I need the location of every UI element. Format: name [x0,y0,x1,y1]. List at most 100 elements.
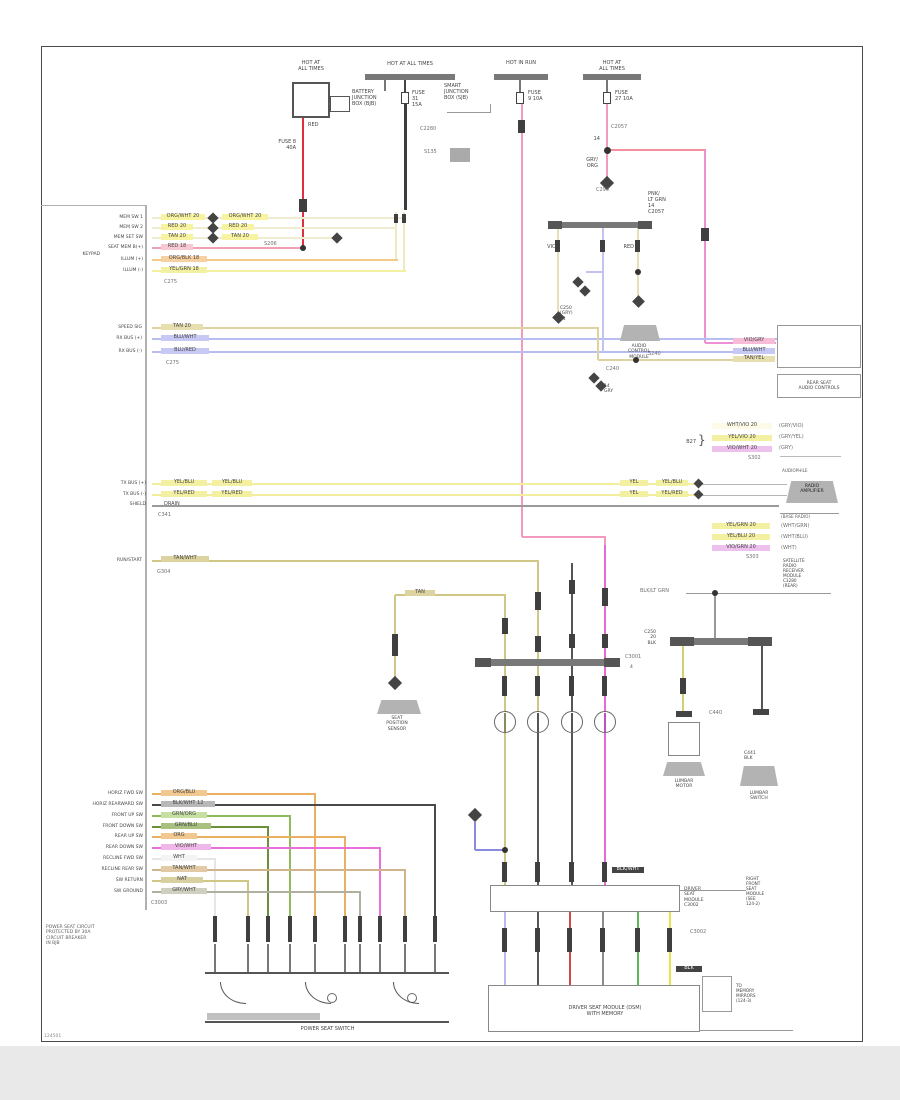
pin-m1 [502,928,507,952]
rowE4: GRN/BLU [161,822,211,829]
pnk-run-label: PNK/ LT GRN 14 C2057 [648,191,666,215]
wire-rm-drop-seg0 [714,593,716,640]
rL-row3: VIO/GRN 20 [712,544,770,551]
audio-module-label: AUDIO CONTROL MODULE [628,344,650,360]
seatE-10: SW GROUND [113,889,143,894]
bjb-label: BATTERY JUNCTION BOX (BJB) [352,89,377,107]
splice-dot-tan2 [633,357,639,363]
wire-left-module-top-seg0 [41,204,147,206]
pin-mag-1 [602,588,608,606]
bar2-conn: C3001 [625,654,642,660]
stub6-seg0 [344,944,346,973]
busD-1: RUN/START [116,558,142,563]
rm-conn-yellow [676,711,692,717]
memA-5: KEYPAD [82,252,100,257]
splice-s206: S206 [264,241,277,247]
wire-seat8-seg1 [403,870,407,916]
stub8-seg0 [379,944,381,973]
lumbar-motor-label: LUMBAR MOTOR [674,779,694,790]
rowB-end-tan: TAN/YEL [733,355,775,362]
wire-tan-sub2-seg0 [637,228,639,300]
bar1-drop1-color: VIO [547,244,556,250]
rowC2-c1: YEL/RED [161,490,207,497]
pin-bar2-c [569,676,574,696]
right-amp-trap [786,481,838,503]
rU-row3: VIO/WHT 20 [712,445,772,452]
splice-dot-tan1 [635,269,641,275]
pin-e9 [246,916,250,942]
splice-circle-1 [494,711,516,733]
conn-c275b: C275 [166,360,180,366]
r-base-note: (BASE RADIO) [781,514,810,519]
pin-m3 [567,928,572,952]
wire-seat3-seg0 [152,814,292,818]
rowA1-c2: ORG/WHT 20 [222,213,268,220]
wire-orange-row5-seg0 [152,258,399,262]
pin-bar2-d [602,676,607,696]
rowE10: GRY/WHT [161,887,207,894]
pin14-label: 14 [593,136,600,142]
wire-blue-elbow-seg0 [473,822,477,850]
pin-box1-a [502,862,507,882]
busC-2: TX BUS (-) [122,492,146,497]
rowB-end-pink: VIO/GRY [733,337,775,344]
rU-ref3: (GRY) [779,445,793,451]
rowD1: TAN/WHT [161,555,209,562]
wire-color-red: RED [308,122,319,128]
stub9-seg0 [404,944,406,973]
hot-label-3: HOT IN RUN [505,60,537,66]
bar3-cap-l [670,637,694,646]
pin-bar2-b [535,676,540,696]
wire-seat1-seg1 [313,794,317,916]
seatE-1: HORIZ FWD SW [107,791,143,796]
bus-bar-center [365,74,455,80]
seatE-5: REAR UP SW [114,834,143,839]
wire-magenta-low-seg0 [603,733,607,885]
pin-e3 [288,916,292,942]
pin-pink1 [518,120,525,133]
rowE9: NAT [161,876,203,883]
rm-conn-c441: C441 BLK [744,751,756,762]
wire-magenta-mid-seg0 [603,545,607,712]
wire-tan-sensor-h-seg0 [395,593,507,597]
r-amp-top: AUDIOPHILE [782,468,808,473]
pin-e8 [403,916,407,942]
memA-3: MEM SET SW [113,235,143,240]
splice-s302: S302 [748,455,761,461]
wire-tan-run-seg0 [152,559,540,563]
rm-bar-note: C250 20 BLK [644,630,656,646]
rowA6-c1: YEL/GRN 18 [161,266,207,273]
rU-row1: WHT/VIO 20 [712,422,772,429]
fuse-27 [603,92,611,104]
rL-row2: YEL/BLU 20 [712,533,770,540]
bjb-fuse-ref: FUSE 8 40A [278,139,296,151]
wire-pink-run-long-seg0 [520,104,524,537]
diag-conn-label: C250 (GRY) 14 [560,306,573,322]
splice-circle-4 [594,711,616,733]
conn-c341: C341 [158,512,172,518]
rowC2-c2: YEL/RED [212,490,252,497]
rowB2: BLU/WHT [161,334,209,341]
pin-sub3 [635,240,640,252]
pin-e5 [343,916,347,942]
rowA2-c1: RED 20 [161,223,193,230]
seatE-2: HORIZ REARWARD SW [92,802,144,807]
rowE7: WHT [161,854,197,861]
pin-e4 [266,916,270,942]
sensor-trap [377,700,421,714]
pin-box1-d [602,862,607,882]
margin-note: POWER SEAT CIRCUIT PROTECTED BY 30A CIRC… [46,925,95,946]
driver-seat-module-upper [490,885,680,912]
fuse-stub4-seg0 [606,80,608,92]
pin-m2 [535,928,540,952]
rowC2-end2: YEL/RED [656,490,688,497]
blk-patch-2: BLK [676,965,702,972]
pin-m4 [600,928,605,952]
seatE-8: RECLINE REAR SW [101,867,144,872]
bjb-tab [330,96,350,112]
pin-red [299,199,307,212]
rU-brace: } [698,433,706,447]
wire-pink-run-long-seg1 [522,535,607,539]
wire-dark-mid-seg0 [571,563,573,662]
page-corner-number: 124501 [44,1034,62,1039]
